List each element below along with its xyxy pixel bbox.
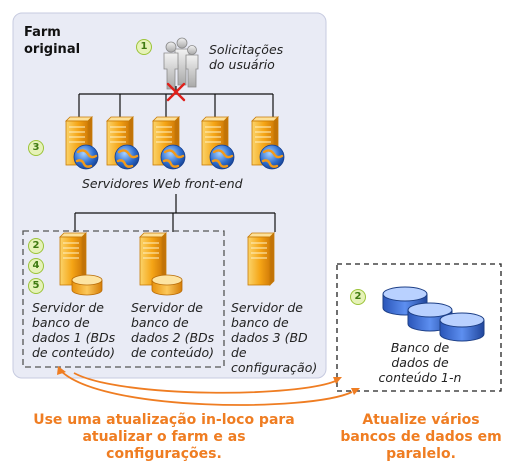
- step-badge: 1: [136, 39, 152, 55]
- content-db-icon: [382, 286, 485, 342]
- db2-line: Servidor de: [131, 300, 203, 315]
- caption-right-line: paralelo.: [386, 446, 456, 462]
- step-badge: 5: [28, 278, 44, 294]
- database-icon: [151, 274, 183, 296]
- users-label-line2: do usuário: [209, 57, 275, 72]
- content-db-label: Banco de dados de conteúdo 1-n: [372, 340, 468, 385]
- globe-icon: [73, 144, 99, 170]
- web-servers: [65, 116, 285, 170]
- globe-icon: [209, 144, 235, 170]
- db2-line: dados 2 (BDs: [131, 330, 215, 345]
- globe-icon: [114, 144, 140, 170]
- db1-line: dados 1 (BDs: [32, 330, 116, 345]
- db2-line: banco de: [131, 315, 189, 330]
- db1-line: de conteúdo): [32, 345, 116, 360]
- users-label: Solicitações do usuário: [209, 42, 283, 72]
- globe-icon: [160, 144, 186, 170]
- users-icon: [163, 37, 199, 90]
- farm-title-line2: original: [24, 42, 81, 57]
- orange-arrows: [59, 369, 353, 406]
- farm-title-line1: Farm: [24, 25, 61, 40]
- server-icon: [59, 232, 87, 286]
- db3-line: configuração): [231, 360, 318, 375]
- arrowheads: [57, 366, 360, 395]
- db1-line: banco de: [32, 315, 90, 330]
- database-icon: [71, 274, 103, 296]
- db2-line: de conteúdo): [131, 345, 215, 360]
- step-badge: 3: [28, 140, 44, 156]
- db-server-2-label: Servidor de banco de dados 2 (BDs de con…: [131, 300, 214, 360]
- step-badge: 2: [28, 238, 44, 254]
- caption-right: Atualize vários bancos de dados em paral…: [336, 412, 506, 463]
- caption-left-line: Use uma atualização in-loco para: [33, 412, 295, 428]
- caption-left-line: configurações.: [106, 446, 222, 462]
- dashed-group-box: [22, 230, 225, 368]
- users-label-line1: Solicitações: [209, 42, 284, 57]
- db-connectors: [74, 194, 276, 232]
- db-server-1-label: Servidor de banco de dados 1 (BDs de con…: [32, 300, 115, 360]
- globe-icon: [259, 144, 285, 170]
- content-db-line: dados de: [391, 355, 449, 370]
- caption-left-line: atualizar o farm e as: [82, 429, 246, 445]
- blocked-x-icon: [166, 82, 186, 102]
- caption-left: Use uma atualização in-loco para atualiz…: [14, 412, 314, 463]
- db-servers: [59, 232, 275, 296]
- web-servers-label: Servidores Web front-end: [82, 176, 243, 191]
- db3-line: dados 3 (BD: [231, 330, 308, 345]
- db3-line: banco de: [231, 315, 289, 330]
- content-db-line: Banco de: [390, 340, 450, 355]
- farm-title: Farm original: [24, 24, 80, 58]
- caption-right-line: bancos de dados em: [340, 429, 502, 445]
- step-badge: 2: [350, 289, 366, 305]
- server-icon: [139, 232, 167, 286]
- caption-right-line: Atualize vários: [362, 412, 480, 428]
- server-icon: [247, 232, 275, 286]
- content-db-line: conteúdo 1-n: [378, 370, 462, 385]
- web-connectors: [78, 86, 274, 118]
- step-badge: 4: [28, 258, 44, 274]
- db3-line: de: [231, 345, 247, 360]
- db1-line: Servidor de: [32, 300, 104, 315]
- db-server-3-label: Servidor de banco de dados 3 (BD de conf…: [231, 300, 317, 375]
- db3-line: Servidor de: [231, 300, 303, 315]
